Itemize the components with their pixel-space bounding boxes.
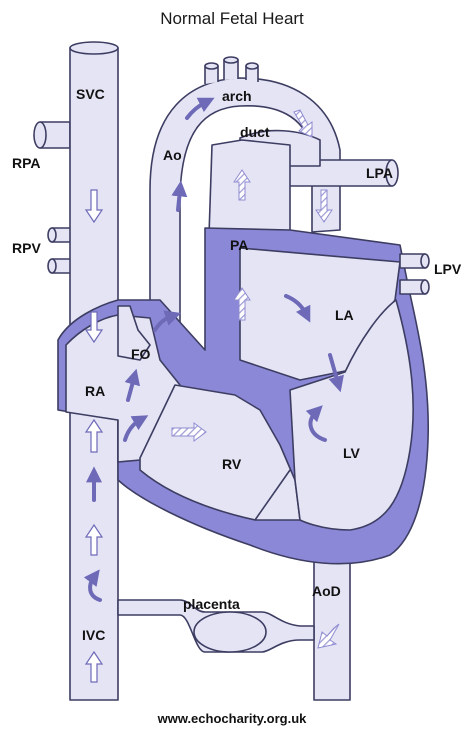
label-fo: FO bbox=[131, 346, 151, 362]
label-arch: arch bbox=[222, 88, 252, 104]
label-svc: SVC bbox=[76, 86, 105, 102]
label-ra: RA bbox=[85, 383, 105, 399]
label-rpv: RPV bbox=[12, 240, 41, 256]
label-rv: RV bbox=[222, 456, 242, 472]
label-rpa: RPA bbox=[12, 155, 41, 171]
source-credit: www.echocharity.org.uk bbox=[157, 711, 308, 726]
label-lv: LV bbox=[343, 445, 361, 461]
label-aod: AoD bbox=[312, 583, 341, 599]
ao-ascending-arrow bbox=[178, 190, 180, 210]
label-la: LA bbox=[335, 307, 354, 323]
label-pa: PA bbox=[230, 237, 248, 253]
label-lpv: LPV bbox=[434, 261, 462, 277]
placenta bbox=[194, 612, 266, 652]
label-lpa: LPA bbox=[366, 165, 393, 181]
label-ivc: IVC bbox=[82, 627, 105, 643]
label-duct: duct bbox=[240, 124, 270, 140]
diagram-title: Normal Fetal Heart bbox=[160, 9, 304, 28]
label-placenta: placenta bbox=[183, 596, 240, 612]
label-ao: Ao bbox=[163, 147, 182, 163]
